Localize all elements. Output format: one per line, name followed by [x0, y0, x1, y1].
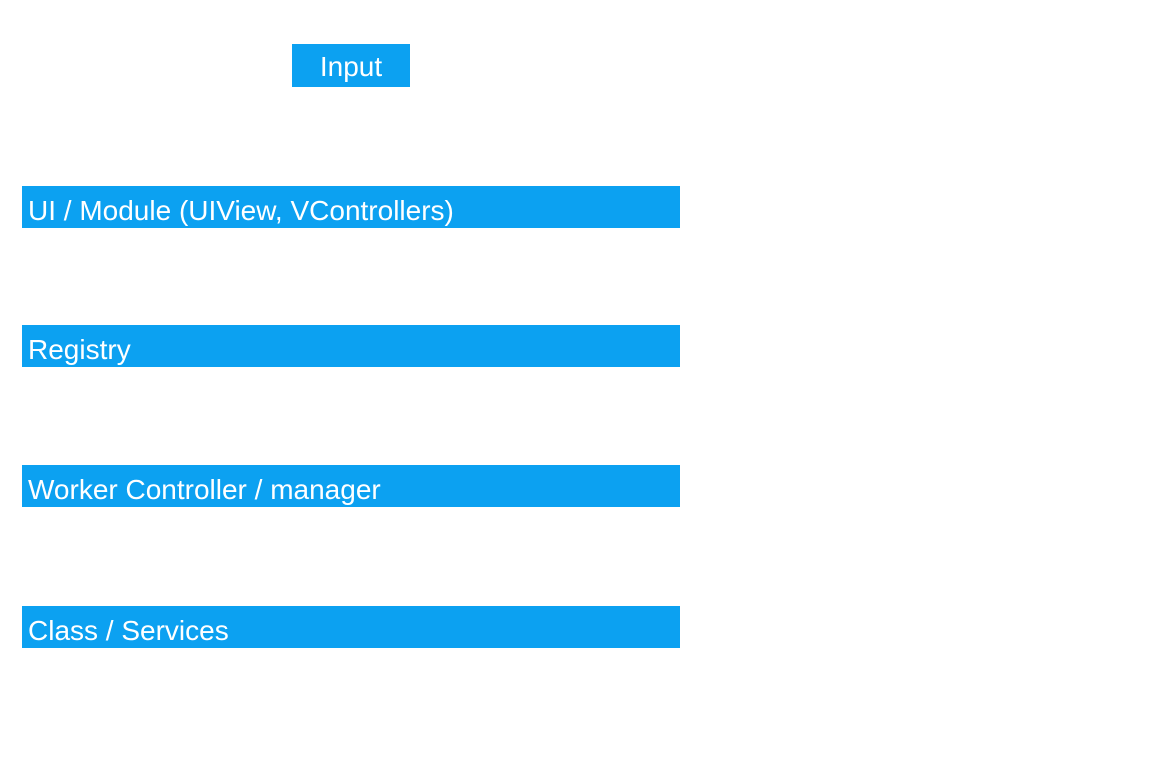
layer-bar-registry-label: Registry — [28, 333, 131, 365]
input-node-label: Input — [319, 51, 383, 82]
layer-bar-class-services: Class / Services — [22, 606, 680, 648]
input-node: Input — [292, 44, 410, 87]
layer-bar-class-services-label: Class / Services — [28, 614, 229, 646]
layer-bar-worker-controller-label: Worker Controller / manager — [28, 473, 381, 505]
layer-bar-ui-module: UI / Module (UIView, VControllers) — [22, 186, 680, 228]
layer-bar-worker-controller: Worker Controller / manager — [22, 465, 680, 507]
layer-bar-registry: Registry — [22, 325, 680, 367]
layer-bar-ui-module-label: UI / Module (UIView, VControllers) — [28, 194, 454, 226]
